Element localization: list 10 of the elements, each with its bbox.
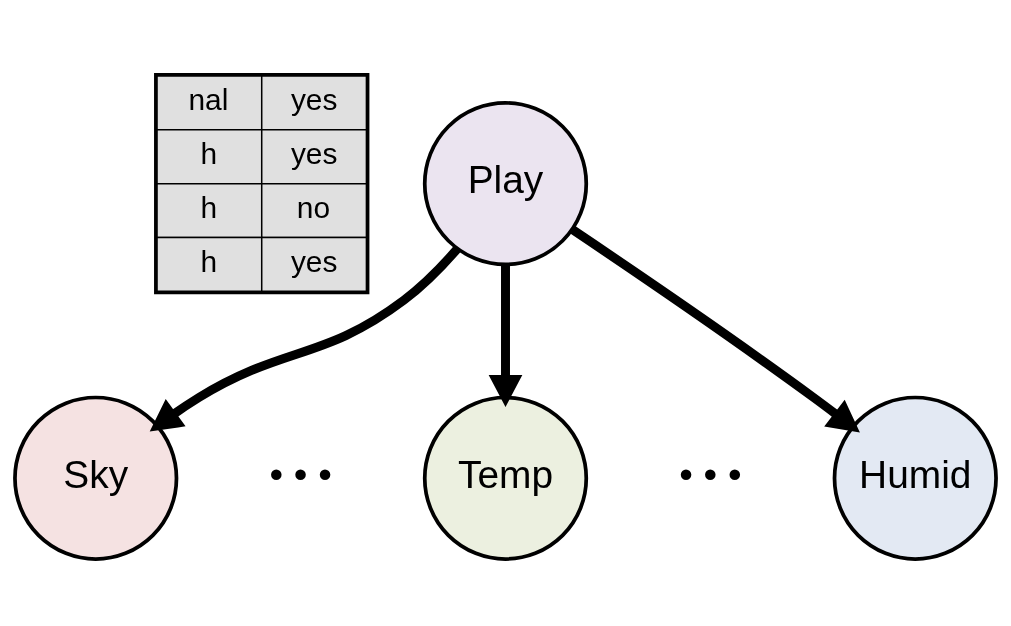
- label: h: [200, 244, 218, 278]
- label: h: [200, 191, 218, 225]
- label: • • •: [679, 452, 742, 496]
- label: yes: [290, 244, 338, 278]
- label: h: [200, 137, 218, 171]
- label: nal: [188, 83, 229, 117]
- label: no: [296, 191, 331, 225]
- label: • • •: [269, 452, 332, 496]
- label: yes: [290, 83, 338, 117]
- label: yes: [290, 137, 338, 171]
